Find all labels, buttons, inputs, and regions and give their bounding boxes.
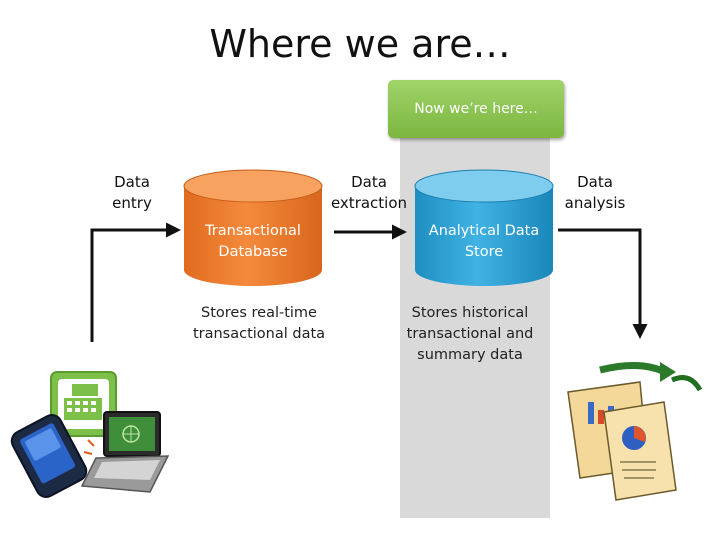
analytical-store-description: Stores historical transactional and summ… [406,305,534,363]
transactional-database-cylinder [183,169,323,286]
analytical-store-cylinder [414,169,554,286]
now-here-label: Now we’re here… [414,101,538,117]
transactional-database-label: Transactional Database [205,223,301,260]
data-analysis-label: Data analysis [564,173,626,212]
data-entry-label: Data entry [112,173,152,212]
data-entry-arrow [90,222,181,342]
now-here-callout: Now we’re here… [388,80,564,138]
phone-icon [10,414,88,498]
data-extraction-label: Data extraction [330,173,408,212]
cash-register-icon [50,371,117,437]
laptop-icon [80,411,170,493]
page-title: Where we are… [209,22,511,66]
analytical-store-label: Analytical Data Store [428,223,540,260]
reports-icon [567,361,703,501]
data-analysis-arrow [558,228,648,339]
transactional-database-description: Stores real-time transactional data [192,305,326,342]
